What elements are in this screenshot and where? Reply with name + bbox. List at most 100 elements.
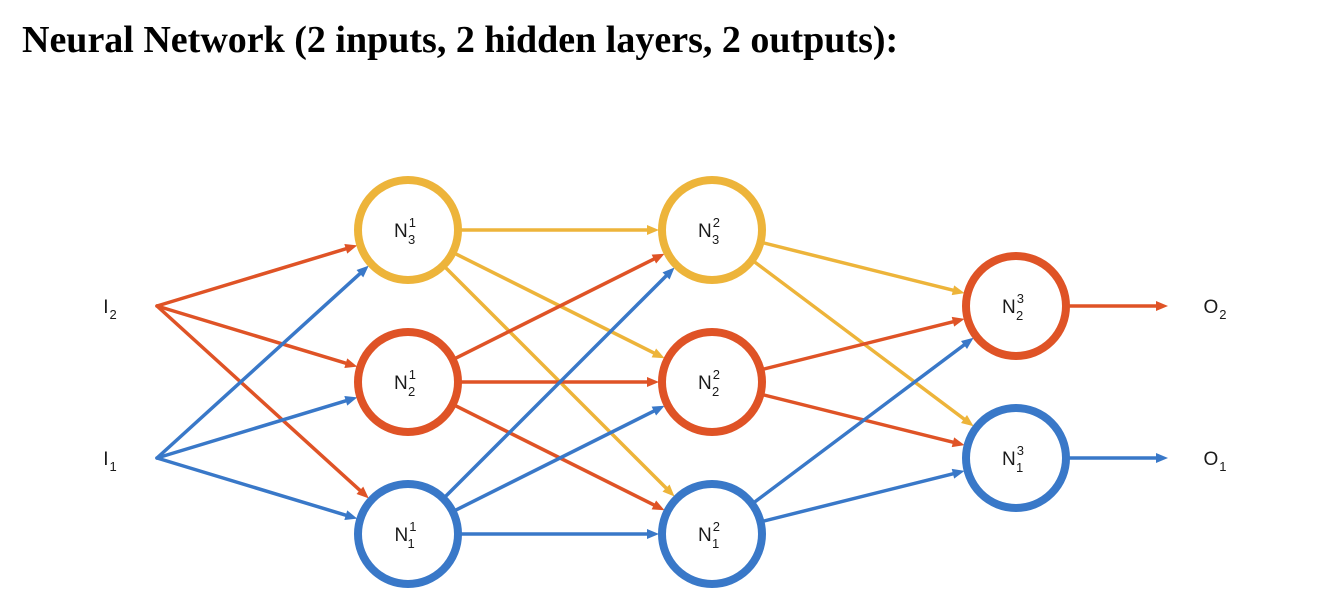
- diagram-title: Neural Network (2 inputs, 2 hidden layer…: [22, 19, 899, 61]
- arrowhead: [344, 358, 358, 368]
- output-label-O1-subscript: 1: [1219, 459, 1226, 474]
- connection-I2-N21: [155, 304, 358, 368]
- neuron-label-subscript: 3: [408, 232, 415, 247]
- connection-line: [758, 240, 955, 292]
- neuron-label-base: N: [394, 373, 408, 394]
- arrowhead: [961, 337, 974, 349]
- arrowhead: [951, 285, 965, 296]
- connection-I1-N31: [155, 265, 369, 460]
- neuron-N31: N1 3: [354, 176, 462, 284]
- connection-N13-O1: [1064, 453, 1168, 463]
- neuron-label-subscript: 2: [408, 384, 415, 399]
- connection-line: [758, 392, 955, 444]
- connection-line: [441, 263, 668, 490]
- arrowhead: [344, 396, 358, 406]
- connection-I2-N11: [155, 304, 369, 499]
- connection-N32-N13: [750, 258, 974, 427]
- connection-N11-N22: [450, 405, 665, 514]
- output-label-O1: O1: [1203, 449, 1226, 474]
- arrowhead: [356, 486, 369, 499]
- arrowhead: [951, 437, 965, 448]
- neuron-label-superscript: 1: [409, 519, 416, 534]
- connection-line: [450, 250, 656, 355]
- connection-N31-N22: [450, 250, 665, 359]
- connection-N23-O2: [1064, 301, 1168, 311]
- connection-line: [155, 304, 362, 493]
- input-label-I1-subscript: 1: [110, 459, 117, 474]
- arrowhead: [651, 348, 665, 359]
- output-label-O2-base: O: [1203, 297, 1218, 318]
- connection-N32-N23: [758, 240, 965, 296]
- neuron-label-base: N: [1002, 449, 1016, 470]
- neuron-label-superscript: 2: [713, 367, 720, 382]
- input-label-I2-base: I: [103, 297, 108, 318]
- input-label-I1-base: I: [103, 449, 108, 470]
- connection-line: [758, 472, 955, 524]
- neuron-label-subscript: 3: [712, 232, 719, 247]
- neuron-label-superscript: 2: [713, 215, 720, 230]
- neuron-circle: [658, 176, 766, 284]
- neuron-label-subscript: 1: [1016, 460, 1023, 475]
- neuron-label-superscript: 1: [409, 215, 416, 230]
- connection-N21-N12: [450, 402, 665, 511]
- connection-line: [155, 304, 348, 365]
- connection-N11-N12: [456, 529, 659, 539]
- connection-line: [450, 257, 656, 362]
- arrowhead: [961, 415, 974, 427]
- neuron-label: N3 2: [1002, 291, 1024, 323]
- neuron-label-subscript: 2: [712, 384, 719, 399]
- neuron-label: N2 1: [698, 519, 720, 551]
- connection-N11-N32: [441, 267, 675, 501]
- neuron-circle: [962, 252, 1070, 360]
- neuron-label-base: N: [395, 525, 409, 546]
- connection-I1-N11: [155, 456, 358, 520]
- neuron-label-subscript: 1: [712, 536, 719, 551]
- connection-N31-N32: [456, 225, 659, 235]
- arrowhead: [647, 529, 659, 539]
- connection-N22-N23: [758, 316, 965, 372]
- arrowhead: [344, 244, 358, 254]
- connection-line: [155, 399, 348, 460]
- neuron-label-base: N: [1002, 297, 1016, 318]
- neuron-label-base: N: [698, 221, 712, 242]
- neuron-circle: [962, 404, 1070, 512]
- connection-N12-N23: [750, 337, 974, 506]
- arrowhead: [662, 267, 675, 280]
- arrowhead: [647, 225, 659, 235]
- connection-line: [155, 271, 362, 460]
- neuron-N23: N3 2: [962, 252, 1070, 360]
- connection-N31-N12: [441, 263, 675, 497]
- connection-line: [450, 409, 656, 514]
- neuron-label-superscript: 3: [1017, 291, 1024, 306]
- output-label-O1-base: O: [1203, 449, 1218, 470]
- connection-I2-N31: [155, 244, 358, 308]
- arrowhead: [651, 500, 665, 511]
- output-label-O2: O2: [1203, 297, 1226, 322]
- connection-N12-N13: [758, 468, 965, 524]
- neuron-label-base: N: [698, 373, 712, 394]
- connection-N22-N13: [758, 392, 965, 448]
- neuron-label-base: N: [394, 221, 408, 242]
- connection-line: [750, 258, 966, 421]
- connection-line: [441, 274, 668, 501]
- connection-I1-N21: [155, 396, 358, 460]
- neuron-circle: [658, 328, 766, 436]
- neuron-circle: [354, 480, 462, 588]
- neuron-label-base: N: [698, 525, 712, 546]
- connection-line: [758, 320, 955, 372]
- arrowhead: [1156, 301, 1168, 311]
- neuron-label-subscript: 2: [1016, 308, 1023, 323]
- input-label-I1: I1: [103, 449, 117, 474]
- input-label-I2-subscript: 2: [110, 307, 117, 322]
- connections-layer: [155, 225, 1168, 539]
- neuron-N22: N2 2: [658, 328, 766, 436]
- neuron-label: N1 3: [394, 215, 416, 247]
- neuron-N32: N2 3: [658, 176, 766, 284]
- neuron-label-superscript: 2: [713, 519, 720, 534]
- arrowhead: [951, 316, 965, 327]
